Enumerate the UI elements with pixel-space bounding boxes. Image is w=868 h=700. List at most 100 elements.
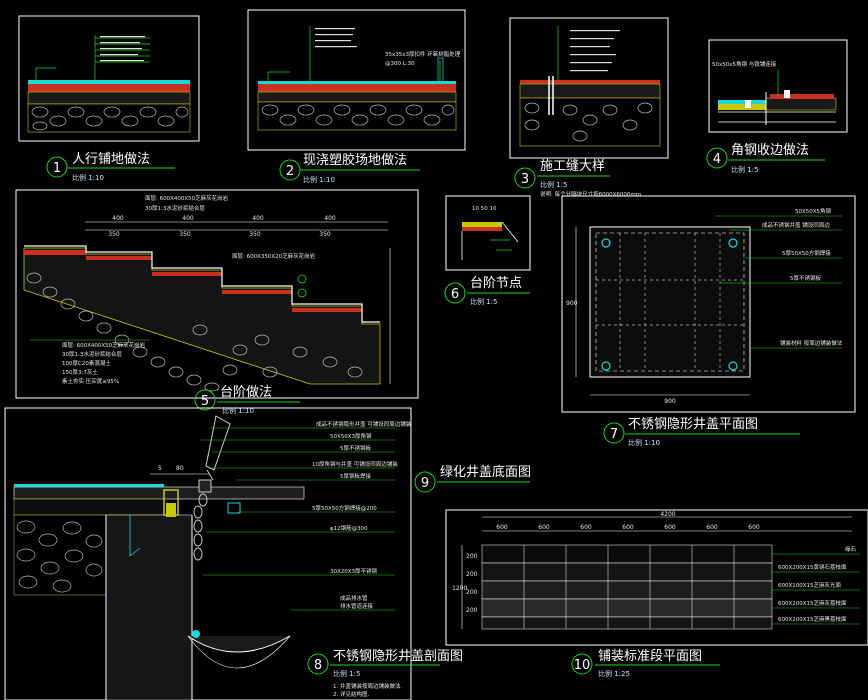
drawing-5-dim-400-4: 400 bbox=[324, 215, 336, 222]
drawing-10-dim-600-5: 600 bbox=[664, 524, 676, 531]
drawing-8-note-1: 1. 井盖铺装按周边铺装做法. bbox=[333, 682, 402, 690]
drawing-7-annotation-5: 铺装材料 按周边铺装做法 bbox=[780, 339, 843, 347]
drawing-8-note-2: 2. 详见结构图. bbox=[333, 690, 369, 698]
drawing-10-annotation-4: 600X200X15芝麻黑荔枝面 bbox=[778, 615, 847, 623]
drawing-2-gravel bbox=[261, 104, 455, 126]
drawing-10-annotation-3: 600X200X15芝麻灰荔枝面 bbox=[778, 599, 847, 607]
drawing-1-paving: 1 人行铺地做法 比例 1:10 bbox=[18, 15, 200, 182]
drawing-8-annotation-2: 50X50X3厚角钢 bbox=[330, 432, 372, 440]
drawing-1-gravel bbox=[31, 106, 189, 131]
drawing-6-step-node: 10 50 10 6 台阶节点 比例 1:5 bbox=[444, 195, 531, 306]
drawing-7-dim-bottom: 900 bbox=[664, 398, 676, 405]
drawing-8-annotation-3: 5厚不锈钢板 bbox=[340, 444, 371, 452]
drawing-3-scale: 比例 1:5 bbox=[540, 180, 568, 189]
drawing-8-gravel bbox=[16, 520, 103, 593]
drawing-10-dim-side: 1200 bbox=[452, 585, 467, 592]
drawing-5-number: 5 bbox=[201, 394, 209, 409]
drawing-8-dim-5: 5 bbox=[158, 465, 162, 472]
drawing-10-dim-600-1: 600 bbox=[496, 524, 508, 531]
drawing-8-annotation-4: 10厚角钢与井盖 可铺设同周边铺装 bbox=[312, 460, 398, 468]
drawing-10-paving-plan: 4200 600 600 600 600 600 600 600 1200 20… bbox=[445, 509, 868, 678]
drawing-6-title: 台阶节点 bbox=[470, 276, 522, 291]
drawing-7-scale: 比例 1:10 bbox=[628, 438, 660, 447]
drawing-3-title: 施工缝大样 bbox=[540, 159, 605, 174]
drawing-8-number: 8 bbox=[314, 658, 322, 673]
drawing-10-title: 铺装标准段平面图 bbox=[598, 649, 702, 664]
drawing-7-title: 不锈钢隐形井盖平面图 bbox=[628, 417, 758, 432]
drawing-2-title: 现浇塑胶场地做法 bbox=[303, 152, 407, 168]
drawing-5-dim-400-2: 400 bbox=[182, 215, 194, 222]
drawing-2-annotation-top2: @300 L:30 bbox=[385, 61, 415, 67]
drawing-5-annotation-bot2: 30厚1:3水泥砂浆结合层 bbox=[62, 350, 122, 358]
drawing-5-dim-400-1: 400 bbox=[112, 215, 124, 222]
drawing-5-annotation-bot5: 素土夯实 压实度≥95% bbox=[62, 377, 119, 385]
drawing-8-scale: 比例 1:5 bbox=[333, 669, 361, 678]
drawing-5-dim-350-2: 350 bbox=[179, 231, 191, 238]
drawing-1-scale: 比例 1:10 bbox=[72, 173, 104, 182]
drawing-6-scale: 比例 1:5 bbox=[470, 297, 498, 306]
drawing-10-dim-200-2: 200 bbox=[466, 571, 478, 578]
drawing-7-cover-plan: 900 900 50X50X5角钢 成品不锈钢井盖 铺设同周边 5厚50X50方… bbox=[561, 195, 856, 447]
drawing-3-joint: 3 施工缝大样 比例 1:5 说明: 每个分隔块尺寸按6000X6000mm bbox=[509, 17, 669, 198]
drawing-8-annotation-9: 成品排水管 bbox=[340, 594, 368, 602]
drawing-5-annotation-top2: 30厚1:3水泥砂浆结合层 bbox=[145, 204, 205, 212]
drawing-3-gravel bbox=[524, 102, 653, 142]
drawing-10-dim-600-6: 600 bbox=[706, 524, 718, 531]
drawing-7-grid bbox=[596, 233, 744, 371]
drawing-4-angle: 50x50x5角钢 与铁铺连接 4 角钢收边做法 比例 1:5 bbox=[706, 39, 848, 174]
drawing-10-dim-200-4: 200 bbox=[466, 607, 478, 614]
drawing-4-title: 角钢收边做法 bbox=[731, 143, 809, 158]
drawing-5-annotation-bot3: 100厚C20素混凝土 bbox=[62, 359, 111, 367]
drawing-8-pipe bbox=[193, 415, 231, 561]
drawing-5-dim-350-4: 350 bbox=[319, 231, 331, 238]
drawing-8-annotation-10: 排水管道连接 bbox=[340, 602, 374, 610]
drawing-5-annotation-bot1: 面层: 600X400X50芝麻灰花岗岩 bbox=[62, 341, 146, 349]
drawing-10-dim-600-2: 600 bbox=[538, 524, 550, 531]
drawing-7-dim-side: 900 bbox=[566, 300, 578, 307]
drawing-7-annotation-1: 50X50X5角钢 bbox=[795, 207, 832, 215]
drawing-5-annotation-top: 面层: 600X400X50芝麻灰花岗岩 bbox=[145, 194, 229, 202]
drawing-3-note: 说明: 每个分隔块尺寸按6000X6000mm bbox=[540, 190, 641, 198]
drawing-10-dim-600-3: 600 bbox=[580, 524, 592, 531]
drawing-9-label: 9 绿化井盖底面图 bbox=[414, 464, 531, 493]
drawing-10-edge: 缘石 bbox=[845, 545, 857, 553]
drawing-8-annotation-1: 成品不锈钢隐形井盖 可铺设同周边铺装 bbox=[316, 420, 412, 428]
drawing-5-annotation-mid: 面层: 600X350X20芝麻灰花岗岩 bbox=[232, 252, 316, 260]
drawing-10-dim-200-1: 200 bbox=[466, 553, 478, 560]
drawing-10-tile-joints bbox=[523, 545, 735, 629]
drawing-2-rubber: 35x35x3厚扣件 环氧树脂处理 @300 L:30 2 现浇塑胶场地做法 比… bbox=[247, 9, 466, 184]
drawing-5-dim-350-1: 350 bbox=[108, 231, 120, 238]
drawing-5-title: 台阶做法 bbox=[220, 385, 272, 400]
drawing-5-scale: 比例 1:10 bbox=[222, 406, 254, 415]
drawing-10-scale: 比例 1:25 bbox=[598, 669, 630, 678]
drawing-9-number: 9 bbox=[421, 476, 429, 491]
drawing-7-lift-holes bbox=[601, 238, 738, 371]
drawing-10-dim-600-7: 600 bbox=[748, 524, 760, 531]
drawing-2-number: 2 bbox=[286, 164, 294, 179]
drawing-2-scale: 比例 1:10 bbox=[303, 175, 335, 184]
drawing-10-number: 10 bbox=[574, 658, 591, 673]
drawing-4-scale: 比例 1:5 bbox=[731, 165, 759, 174]
drawing-10-dim-600-4: 600 bbox=[622, 524, 634, 531]
drawing-6-number: 6 bbox=[451, 287, 459, 302]
drawing-8-annotation-7: φ12钢筋@300 bbox=[330, 524, 368, 532]
drawing-3-number: 3 bbox=[521, 172, 529, 187]
drawing-9-title: 绿化井盖底面图 bbox=[440, 464, 531, 480]
drawing-7-annotation-4: 5厚不锈钢板 bbox=[790, 274, 821, 282]
drawing-10-annotation-2: 600X100X15芝麻灰光面 bbox=[778, 581, 842, 589]
drawing-10-dim-total: 4200 bbox=[660, 511, 675, 518]
drawing-4-annotation: 50x50x5角钢 与铁铺连接 bbox=[712, 60, 777, 68]
drawing-8-annotation-5: 5厚钢板焊接 bbox=[340, 472, 371, 480]
drawing-5-steps: 400 400 400 400 350 350 350 350 面层: 600X… bbox=[15, 189, 419, 415]
drawing-7-number: 7 bbox=[610, 427, 618, 442]
drawing-10-dim-200-3: 200 bbox=[466, 589, 478, 596]
drawing-7-annotation-2: 成品不锈钢井盖 铺设同周边 bbox=[762, 221, 830, 229]
drawing-8-annotation-6: 5厚50X50方钢焊接@200 bbox=[312, 504, 377, 512]
drawing-1-number: 1 bbox=[53, 161, 61, 176]
drawing-10-annotation-1: 600X200X15黄锈石荔枝面 bbox=[778, 563, 847, 571]
drawing-5-mortar bbox=[24, 250, 362, 312]
drawing-8-annotation-8: 30X20X3厚不锈钢 bbox=[330, 567, 378, 575]
drawing-5-annotation-bot4: 150厚3:7灰土 bbox=[62, 368, 98, 376]
drawing-8-title: 不锈钢隐形井盖剖面图 bbox=[333, 649, 463, 664]
